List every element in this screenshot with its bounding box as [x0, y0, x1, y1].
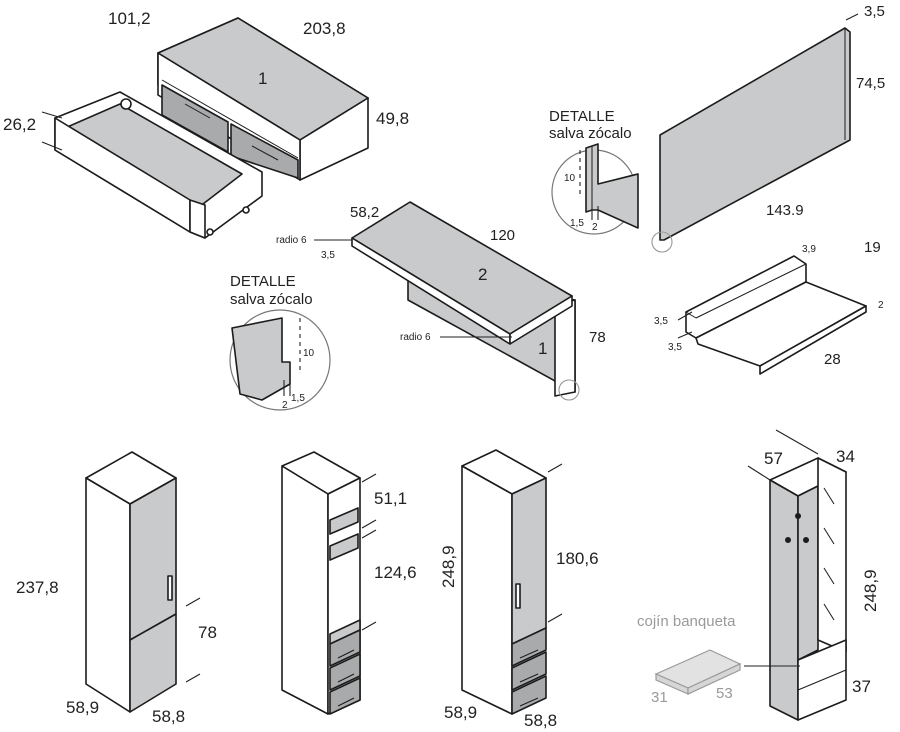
wardrobe-b-drawer-1 — [511, 627, 547, 667]
shelf-tray-group: 3,9 19 2 3,5 3,5 28 — [654, 239, 884, 375]
desk-detail-height: 10 — [303, 348, 315, 359]
dim-wardrobe-b-depth: 58,8 — [524, 711, 557, 730]
dim-desk-depth: 58,2 — [350, 204, 379, 221]
panel-detail-height: 10 — [564, 173, 576, 184]
dim-column-top: 51,1 — [374, 489, 407, 508]
dim-drawer-side: 26,2 — [3, 115, 36, 134]
unit-drawer-right — [230, 123, 299, 179]
dim-tray-h1: 3,5 — [654, 316, 668, 327]
dim-tray-lip: 3,9 — [802, 244, 816, 255]
back-panel — [659, 27, 851, 241]
wardrobe-a-handle — [167, 575, 173, 601]
panel-detail-b: 2 — [592, 222, 598, 233]
dim-wardrobe-a-height: 237,8 — [16, 578, 59, 597]
desk-top-number: 2 — [478, 265, 487, 284]
cushion-depth: 53 — [716, 685, 733, 702]
panel-detail-panel — [585, 143, 639, 229]
dim-panel-height: 74,5 — [856, 75, 885, 92]
dim-wardrobe-b-height: 248,9 — [439, 545, 458, 588]
wardrobe-b-door — [511, 477, 547, 645]
dim-wardrobe-b-door: 180,6 — [556, 549, 599, 568]
wardrobe-b-group: 248,9 180,6 58,9 58,8 — [439, 449, 599, 730]
dim-hall-width: 57 — [764, 449, 783, 468]
desk-radius-label-2: radio 6 — [400, 332, 431, 343]
dim-tray-h2: 3,5 — [668, 342, 682, 353]
column-drawer-3 — [329, 677, 361, 715]
dim-wardrobe-a-width: 58,9 — [66, 698, 99, 717]
dim-tray-depth: 28 — [824, 351, 841, 368]
dim-desk-edge: 3,5 — [321, 250, 335, 261]
dim-hall-bench: 37 — [852, 677, 871, 696]
dim-wardrobe-b-width: 58,9 — [444, 703, 477, 722]
dim-desk-height: 78 — [589, 329, 606, 346]
desk-detail-a: 2 — [282, 400, 288, 411]
dim-hall-height: 248,9 — [861, 569, 880, 612]
unit-piece-number: 1 — [258, 69, 267, 88]
tray-front-lip — [759, 305, 867, 375]
back-panel-detail-highlight — [651, 231, 673, 253]
dim-tray-edge: 2 — [878, 300, 884, 311]
desk-detail-b: 1,5 — [291, 393, 305, 404]
dim-module-height: 49,8 — [376, 109, 409, 128]
dim-column-mid: 124,6 — [374, 563, 417, 582]
wardrobe-a-door-lower — [129, 613, 177, 713]
dim-hall-depth: 34 — [836, 447, 855, 466]
panel-detail-subtitle: salva zócalo — [549, 125, 632, 142]
cushion-width: 31 — [651, 689, 668, 706]
panel-detail-title: DETALLE — [549, 108, 615, 125]
desk-detail-subtitle: salva zócalo — [230, 291, 313, 308]
hall-unit-back — [797, 485, 819, 661]
dim-module-depth: 101,2 — [108, 9, 151, 28]
desk-support-number: 1 — [538, 339, 547, 358]
hall-unit-side — [769, 479, 799, 721]
back-panel-group: 3,5 74,5 143.9 DETALLE salva zócalo 10 1… — [549, 3, 885, 253]
dim-desk-width: 120 — [490, 227, 515, 244]
wardrobe-b-drawer-3 — [511, 675, 547, 715]
desk-group: radio 6 radio 6 58,2 120 78 3,5 2 1 DETA… — [229, 201, 606, 411]
dim-wardrobe-a-door: 78 — [198, 623, 217, 642]
panel-detail-a: 1,5 — [570, 218, 584, 229]
top-module-group: 101,2 203,8 49,8 26,2 1 — [3, 9, 409, 239]
hall-unit-group: 57 34 248,9 37 cojín banqueta 31 53 — [637, 429, 880, 721]
dim-wardrobe-a-depth: 58,8 — [152, 707, 185, 726]
wardrobe-b-handle — [515, 583, 521, 609]
dim-panel-width: 143.9 — [766, 202, 804, 219]
dim-module-width: 203,8 — [303, 19, 346, 38]
desk-detail-highlight — [558, 379, 580, 401]
dim-tray-width: 19 — [864, 239, 881, 256]
wardrobe-a-group: 237,8 78 58,9 58,8 — [16, 451, 217, 726]
open-column-group: 51,1 124,6 — [281, 451, 417, 715]
column-drawer-1 — [329, 629, 361, 667]
cushion-label: cojín banqueta — [637, 613, 736, 630]
desk-detail-panel — [231, 317, 291, 401]
wardrobe-b-drawer-2 — [511, 651, 547, 691]
dim-panel-thickness: 3,5 — [864, 3, 885, 20]
desk-radius-label-1: radio 6 — [276, 235, 307, 246]
column-drawer-2 — [329, 653, 361, 691]
desk-detail-title: DETALLE — [230, 273, 296, 290]
wardrobe-a-door-upper — [129, 477, 177, 641]
